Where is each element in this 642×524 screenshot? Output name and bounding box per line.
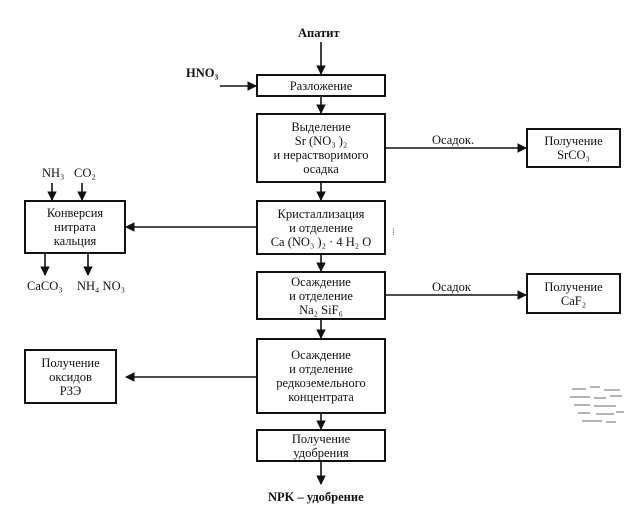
box-srco3-production: Получение SrCO₃ (526, 128, 621, 168)
box-line: Получение (544, 134, 603, 148)
box-line: осадка (303, 162, 339, 176)
box-line: SrCO₃ (557, 148, 590, 162)
box-caf2-production: Получение CaF₂ (526, 273, 621, 314)
box-line: нитрата (54, 220, 96, 234)
label-nh4no3: NH₄ NO₃ (77, 279, 125, 293)
box-line: и отделение (289, 288, 353, 303)
box-ree-concentrate: Осаждение и отделение редкоземельного ко… (256, 338, 386, 414)
label-caco3: CaCO₃ (27, 279, 63, 293)
scan-noise-mark: ⁞ (392, 227, 396, 238)
label-apatite: Апатит (298, 26, 340, 40)
box-line: Получение (41, 355, 100, 370)
box-line: Конверсия (46, 206, 104, 220)
box-line: РЗЭ (59, 383, 82, 398)
box-fertilizer-production: Получение удобрения (256, 429, 386, 462)
box-line: и нерастворимого (273, 148, 369, 162)
box-sr-nitrate-separation: Выделение Sr (NO₃ )₂ и нерастворимого ос… (256, 113, 386, 183)
box-line: и отделение (289, 220, 353, 235)
box-line: Sr (NO₃ )₂ (294, 134, 348, 148)
box-line: Выделение (291, 120, 351, 134)
box-crystallization: Кристаллизация и отделение Ca (NO₃ )₂ · … (256, 200, 386, 255)
scan-noise-blotch (570, 386, 624, 423)
box-ree-oxides-production: Получение оксидов РЗЭ (24, 349, 117, 404)
box-line: Осаждение (291, 274, 351, 289)
box-line: удобрения (293, 445, 349, 460)
label-hno3: HNO₃ (186, 66, 219, 80)
box-line: Получение (544, 279, 603, 294)
box-na2sif6-precipitation: Осаждение и отделение Na₂ SiF₆ (256, 271, 386, 320)
box-line: CaF₂ (560, 293, 587, 308)
box-line: Na₂ SiF₆ (299, 302, 343, 317)
box-line: концентрата (288, 390, 354, 404)
label-precipitate-caf: Осадок (432, 280, 471, 294)
label-co2: CO₂ (74, 166, 96, 180)
box-line: оксидов (49, 369, 92, 384)
box-line: Осаждение (291, 348, 351, 362)
label-precipitate-sr: Осадок. (432, 133, 475, 147)
box-calcium-nitrate-conversion: Конверсия нитрата кальция (24, 200, 126, 254)
box-line: Кристаллизация (277, 206, 365, 221)
box-line: редкоземельного (276, 376, 366, 390)
box-line: и отделение (289, 362, 353, 376)
box-line: Ca (NO₃ )₂ · 4 H₂ O (270, 234, 372, 249)
label-npk-fertilizer: NPK – удобрение (268, 490, 364, 504)
box-line: кальция (53, 234, 97, 248)
label-nh3: NH₃ (42, 166, 65, 180)
box-decomposition: Разложение (256, 74, 386, 97)
box-line: Получение (291, 431, 351, 446)
box-line: Разложение (289, 78, 353, 93)
